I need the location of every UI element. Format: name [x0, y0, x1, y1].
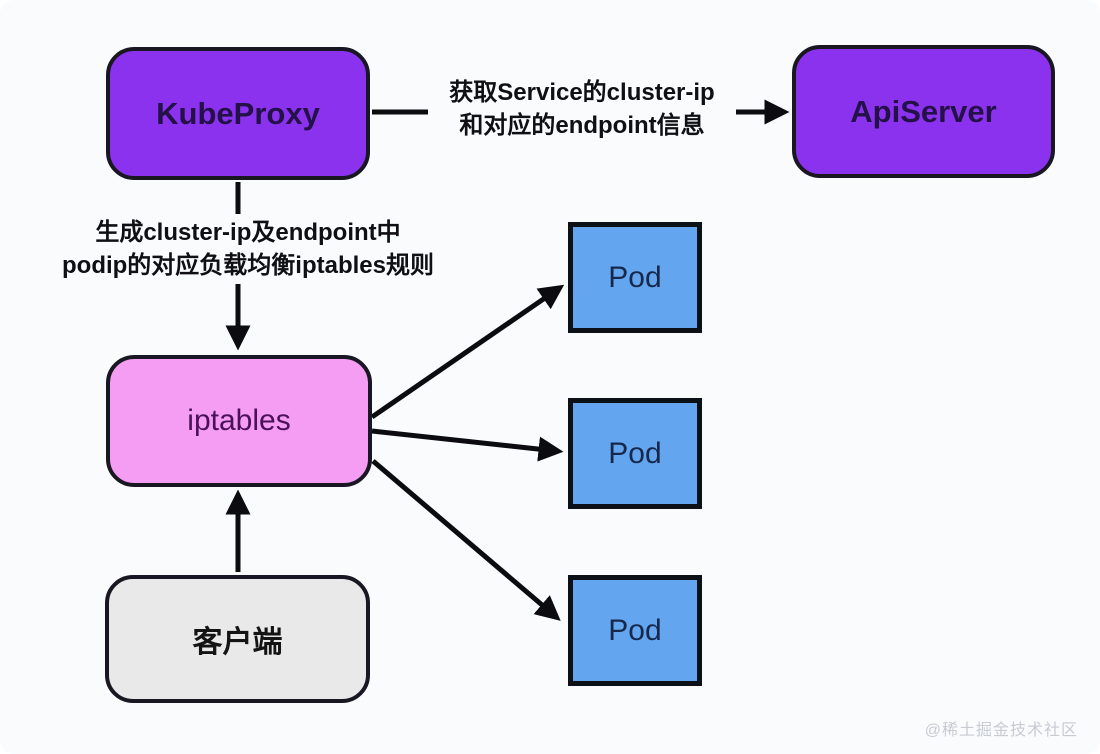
node-kubeproxy: KubeProxy: [106, 47, 370, 180]
node-apiserver-label: ApiServer: [850, 93, 997, 129]
arrow-iptables-to-pod-3: [371, 459, 561, 621]
edge-label-kubeproxy-apiserver: 获取Service的cluster-ip 和对应的endpoint信息: [428, 74, 736, 144]
node-pod-3-label: Pod: [608, 613, 662, 647]
arrow-iptables-to-pod-2: [371, 428, 564, 462]
edge-label-kubeproxy-iptables-line1: 生成cluster-ip及endpoint中: [95, 219, 401, 246]
node-pod-2: Pod: [568, 398, 702, 509]
edge-label-kubeproxy-apiserver-line2: 和对应的endpoint信息: [459, 112, 705, 139]
arrow-iptables-to-pod-1: [370, 284, 565, 420]
node-iptables: iptables: [106, 355, 372, 487]
node-pod-2-label: Pod: [608, 436, 662, 470]
node-pod-1: Pod: [568, 222, 702, 333]
edge-label-kubeproxy-apiserver-line1: 获取Service的cluster-ip: [449, 79, 715, 106]
node-kubeproxy-label: KubeProxy: [156, 95, 320, 131]
node-client-label: 客户端: [192, 626, 283, 659]
node-apiserver: ApiServer: [792, 45, 1055, 178]
node-client: 客户端: [105, 575, 370, 703]
node-pod-1-label: Pod: [608, 260, 662, 294]
watermark: @稀土掘金技术社区: [924, 722, 1078, 739]
edge-label-kubeproxy-iptables-line2: podip的对应负载均衡iptables规则: [62, 252, 434, 279]
node-iptables-label: iptables: [187, 404, 291, 437]
node-pod-3: Pod: [568, 575, 702, 686]
edge-label-kubeproxy-iptables: 生成cluster-ip及endpoint中 podip的对应负载均衡iptab…: [38, 214, 458, 284]
